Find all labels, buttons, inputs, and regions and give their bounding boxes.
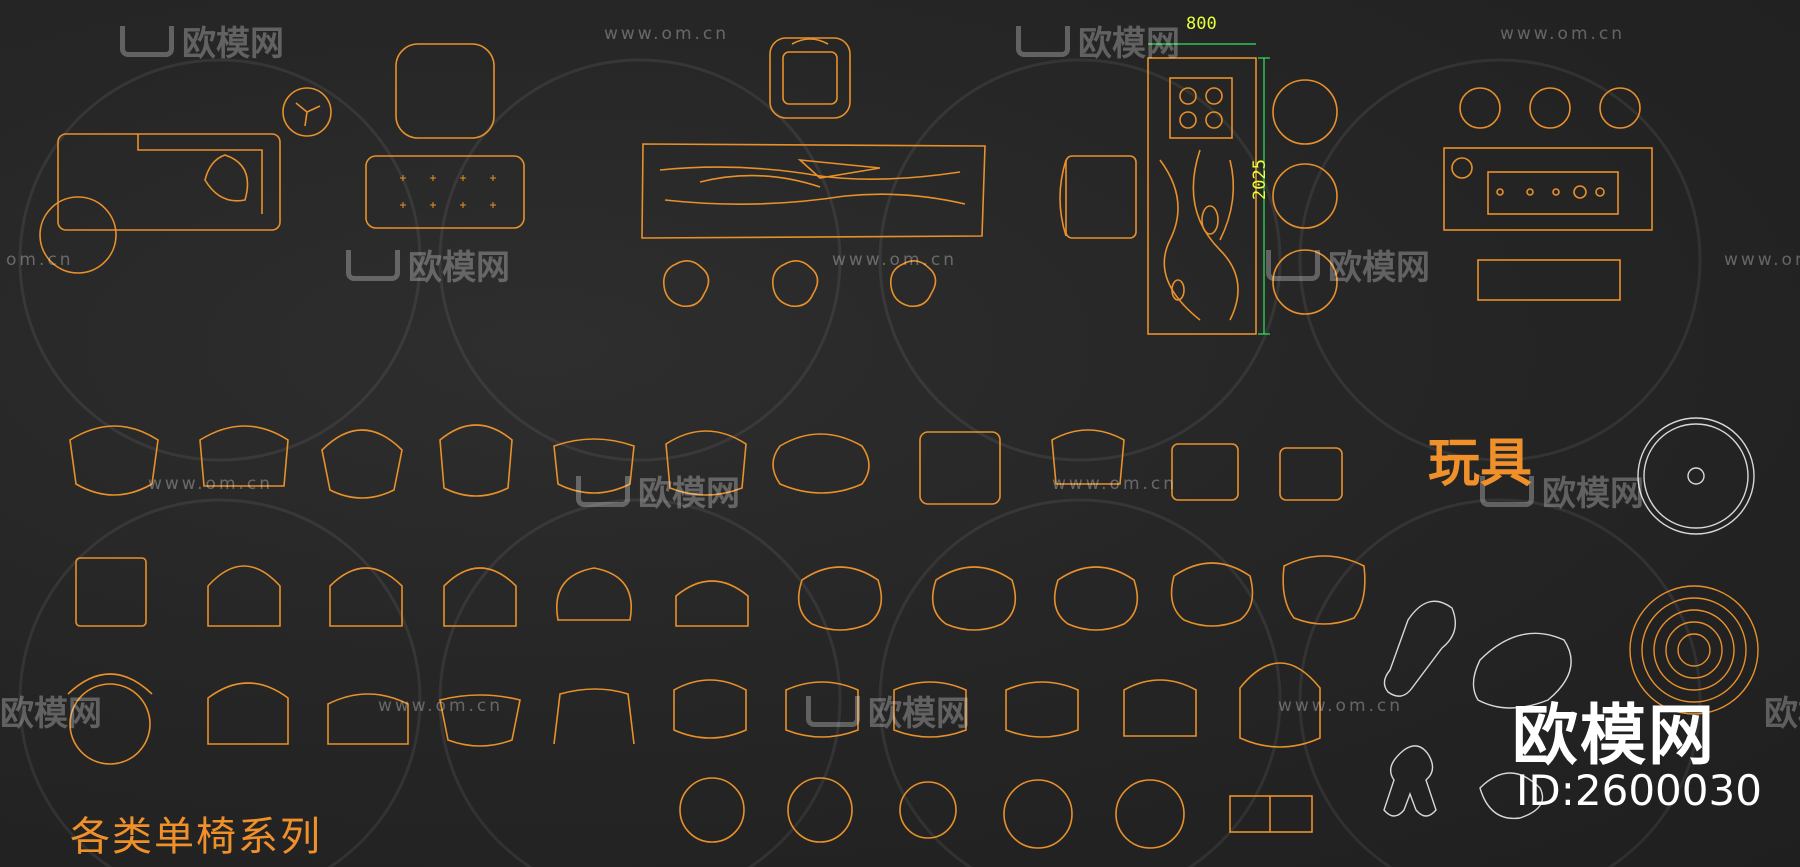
- watermark-text: 欧模网: [408, 248, 510, 288]
- sofa-icon: [576, 476, 630, 507]
- sofa-icon: [1480, 476, 1534, 507]
- chair-row-2: [75, 555, 1366, 631]
- sofa-icon: [346, 250, 400, 281]
- watermark-url: www.om.cn: [378, 696, 504, 716]
- watermark-logo: 欧模网: [0, 686, 102, 735]
- watermark-text: 欧模网: [1078, 24, 1180, 64]
- watermark-logo: 欧模网: [1480, 466, 1644, 515]
- brand-logo-text: 欧模网: [1512, 697, 1716, 774]
- watermark-logo: 欧模网: [1016, 16, 1180, 65]
- furniture-lines: [39, 37, 1653, 849]
- watermark-text: 欧模网: [182, 24, 284, 64]
- watermark-url: www.om.cn: [604, 24, 730, 44]
- watermark-logo: 欧模网: [576, 466, 740, 515]
- watermark-url: www.om.cn: [1052, 474, 1178, 494]
- toys-label: 玩具: [1428, 434, 1533, 494]
- watermark-text: 欧模网: [868, 694, 970, 734]
- sofa-set: [39, 87, 332, 274]
- dimension-width: 800: [1186, 14, 1217, 34]
- console-set: [1443, 87, 1653, 301]
- sofa-icon: [806, 696, 860, 727]
- watermark-logo: 欧模网: [1266, 240, 1430, 289]
- toy-rings: [1629, 585, 1759, 715]
- watermark-url: www.om.cn: [832, 250, 958, 270]
- watermark-text: 欧模网: [1328, 248, 1430, 288]
- watermark-url: www.om.cn: [1278, 696, 1404, 716]
- sofa-icon: [120, 26, 174, 57]
- watermark-text: 欧模网: [1764, 694, 1800, 734]
- chair-row-4: [679, 777, 1313, 849]
- watermark-text: 欧模网: [1542, 474, 1644, 514]
- watermark-logo: 欧模网: [806, 686, 970, 735]
- watermark-url: om.cn: [6, 250, 74, 270]
- watermark-url: www.om.cn: [1724, 250, 1800, 270]
- watermark-url: www.om.cn: [1500, 24, 1626, 44]
- watermark-url: www.om.cn: [148, 474, 274, 494]
- bar-table: [1059, 57, 1338, 335]
- dimension-lines: [1148, 43, 1270, 335]
- watermark-logo: 欧模网: [1764, 686, 1800, 735]
- watermark-text: 欧模网: [0, 694, 102, 734]
- model-id: ID:2600030: [1516, 766, 1762, 815]
- chair-series-label: 各类单椅系列: [70, 814, 322, 860]
- sofa-icon: [1016, 26, 1070, 57]
- slab-table: [641, 37, 986, 308]
- watermark-logo: 欧模网: [120, 16, 284, 65]
- chair-row-1: [69, 424, 1343, 505]
- toy-lines: [1383, 417, 1755, 820]
- pouf-and-bench: [365, 43, 525, 229]
- watermark-text: 欧模网: [638, 474, 740, 514]
- sofa-icon: [1266, 250, 1320, 281]
- watermark-logo: 欧模网: [346, 240, 510, 289]
- watermark-circles: [18, 58, 1702, 867]
- chair-row-3: [67, 662, 1321, 765]
- dimension-length: 2025: [1250, 159, 1270, 200]
